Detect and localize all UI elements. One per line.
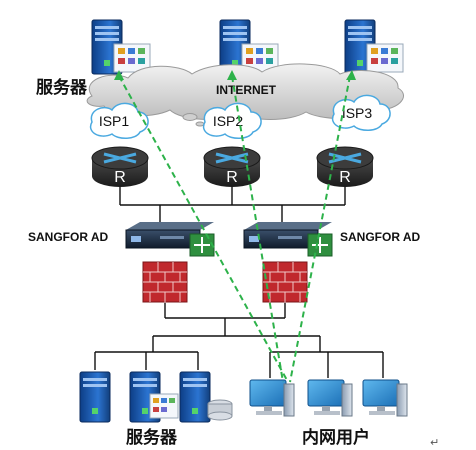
router-label-1: R: [114, 169, 126, 186]
sangfor-ad-right: [243, 222, 333, 257]
router-label-3: R: [339, 169, 351, 186]
intranet-users-label: 内网用户: [302, 427, 370, 448]
top-server-3: [344, 19, 404, 75]
firewall-right: [262, 261, 308, 303]
sangfor-left-label: SANGFOR AD: [28, 230, 109, 244]
bottom-server-3: [179, 371, 233, 423]
isp-label-2: ISP2: [213, 113, 244, 129]
bottom-server-label: 服务器: [126, 427, 178, 448]
return-mark: ↵: [430, 436, 439, 449]
connection-lines: [94, 186, 384, 378]
isp-cloud-3: [331, 94, 391, 131]
top-server-1: [91, 19, 151, 75]
isp-cloud-1: [89, 102, 149, 139]
sangfor-ad-left: [125, 222, 215, 257]
intranet-pc-3: [362, 379, 408, 417]
bottom-server-2: [129, 371, 179, 423]
isp-cloud-2: [202, 102, 262, 139]
internet-label: INTERNET: [216, 83, 277, 97]
intranet-pc-2: [307, 379, 353, 417]
top-server-label: 服务器: [36, 77, 88, 98]
isp-label-1: ISP1: [99, 113, 130, 129]
traffic-arrowheads: [114, 70, 356, 80]
bottom-server-1: [79, 371, 111, 423]
internet-cloud: [86, 63, 404, 127]
router-label-2: R: [226, 169, 238, 186]
sangfor-right-label: SANGFOR AD: [340, 230, 421, 244]
firewall-left: [142, 261, 188, 303]
intranet-pc-1: [249, 379, 295, 417]
traffic-paths: [118, 75, 351, 383]
router-1: [91, 146, 149, 187]
isp-label-3: ISP3: [342, 105, 373, 121]
router-3: [316, 146, 374, 187]
